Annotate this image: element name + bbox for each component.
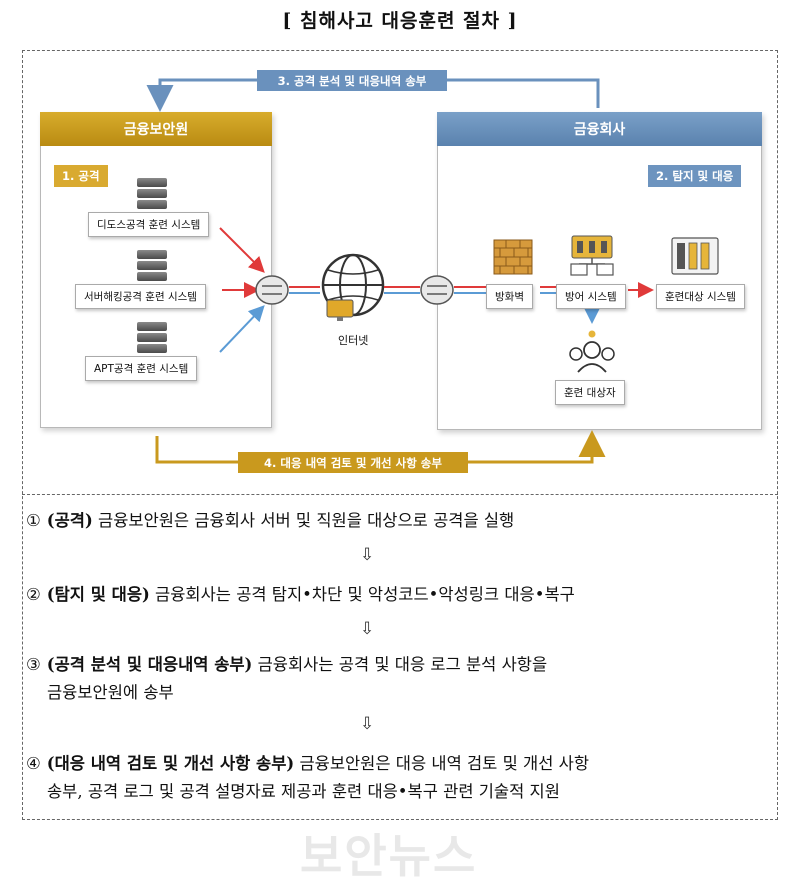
ddos-system-label: 디도스공격 훈련 시스템	[88, 212, 210, 237]
content-frame	[22, 50, 778, 820]
step-2-title: (탐지 및 대응)	[46, 585, 150, 604]
frame-divider	[22, 494, 778, 495]
arrow-apt	[219, 305, 265, 353]
firewall-icon	[493, 239, 533, 275]
hacking-system-label: 서버해킹공격 훈련 시스템	[75, 284, 206, 309]
step-1-text: 금융보안원은 금융회사 서버 및 직원을 대상으로 공격을 실행	[92, 511, 515, 530]
step-4: ④ (대응 내역 검토 및 개선 사항 송부) 금융보안원은 대응 내역 검토 및…	[26, 750, 748, 806]
right-panel-header: 금융회사	[437, 112, 762, 146]
step-4-text: 금융보안원은 대응 내역 검토 및 개선 사항	[294, 754, 589, 773]
attack-tag: 1. 공격	[54, 165, 108, 187]
step-1-number: ①	[26, 511, 41, 530]
step-4-number: ④	[26, 754, 41, 773]
apt-server-icon	[137, 322, 167, 353]
firewall-label: 방화벽	[486, 284, 533, 309]
defense-system-label: 방어 시스템	[556, 284, 626, 309]
left-router-icon	[255, 275, 289, 305]
diagram-graphics	[137, 78, 719, 464]
down-arrow-3: ⇩	[360, 714, 375, 734]
apt-system-label: APT공격 훈련 시스템	[85, 356, 198, 381]
target-system-icon	[671, 237, 719, 275]
watermark: 보안뉴스	[300, 829, 478, 883]
right-router-icon	[420, 275, 454, 305]
step-1: ① (공격) 금융보안원은 금융회사 서버 및 직원을 대상으로 공격을 실행	[26, 507, 748, 535]
step-4-continuation: 송부, 공격 로그 및 공격 설명자료 제공과 훈련 대응•복구 관련 기술적 …	[47, 782, 560, 801]
internet-globe-icon	[321, 253, 385, 321]
step-2-text: 금융회사는 공격 탐지•차단 및 악성코드•악성링크 대응•복구	[149, 585, 575, 604]
down-arrow-2: ⇩	[360, 619, 375, 639]
detect-tag: 2. 탐지 및 대응	[648, 165, 742, 187]
step-2: ② (탐지 및 대응) 금융회사는 공격 탐지•차단 및 악성코드•악성링크 대응…	[26, 581, 748, 609]
page-title: [ 침해사고 대응훈련 절차 ]	[282, 10, 518, 32]
target-system-label: 훈련대상 시스템	[656, 284, 745, 309]
hacking-server-icon	[137, 250, 167, 281]
target-person-icon	[569, 330, 615, 373]
step-3-title: (공격 분석 및 대응내역 송부)	[46, 655, 253, 674]
step-1-title: (공격)	[46, 511, 93, 530]
step-3-number: ③	[26, 655, 41, 674]
arrow-ddos	[219, 227, 265, 273]
flow-top-label: 3. 공격 분석 및 대응내역 송부	[257, 70, 447, 91]
target-person-label: 훈련 대상자	[555, 380, 625, 405]
internet-label: 인터넷	[338, 334, 369, 347]
step-3: ③ (공격 분석 및 대응내역 송부) 금융회사는 공격 및 대응 로그 분석 사…	[26, 651, 748, 707]
procedure-diagram: 금융보안원 1. 공격 금융회사 2. 탐지 및 대응	[40, 70, 762, 473]
step-3-continuation: 금융보안원에 송부	[47, 683, 174, 702]
step-2-number: ②	[26, 585, 41, 604]
defense-system-icon	[570, 235, 614, 276]
down-arrow-1: ⇩	[360, 545, 375, 565]
ddos-server-icon	[137, 178, 167, 209]
flow-bottom-label: 4. 대응 내역 검토 및 개선 사항 송부	[238, 452, 468, 473]
step-4-title: (대응 내역 검토 및 개선 사항 송부)	[46, 754, 295, 773]
step-3-text: 금융회사는 공격 및 대응 로그 분석 사항을	[252, 655, 548, 674]
left-panel-header: 금융보안원	[40, 112, 272, 146]
